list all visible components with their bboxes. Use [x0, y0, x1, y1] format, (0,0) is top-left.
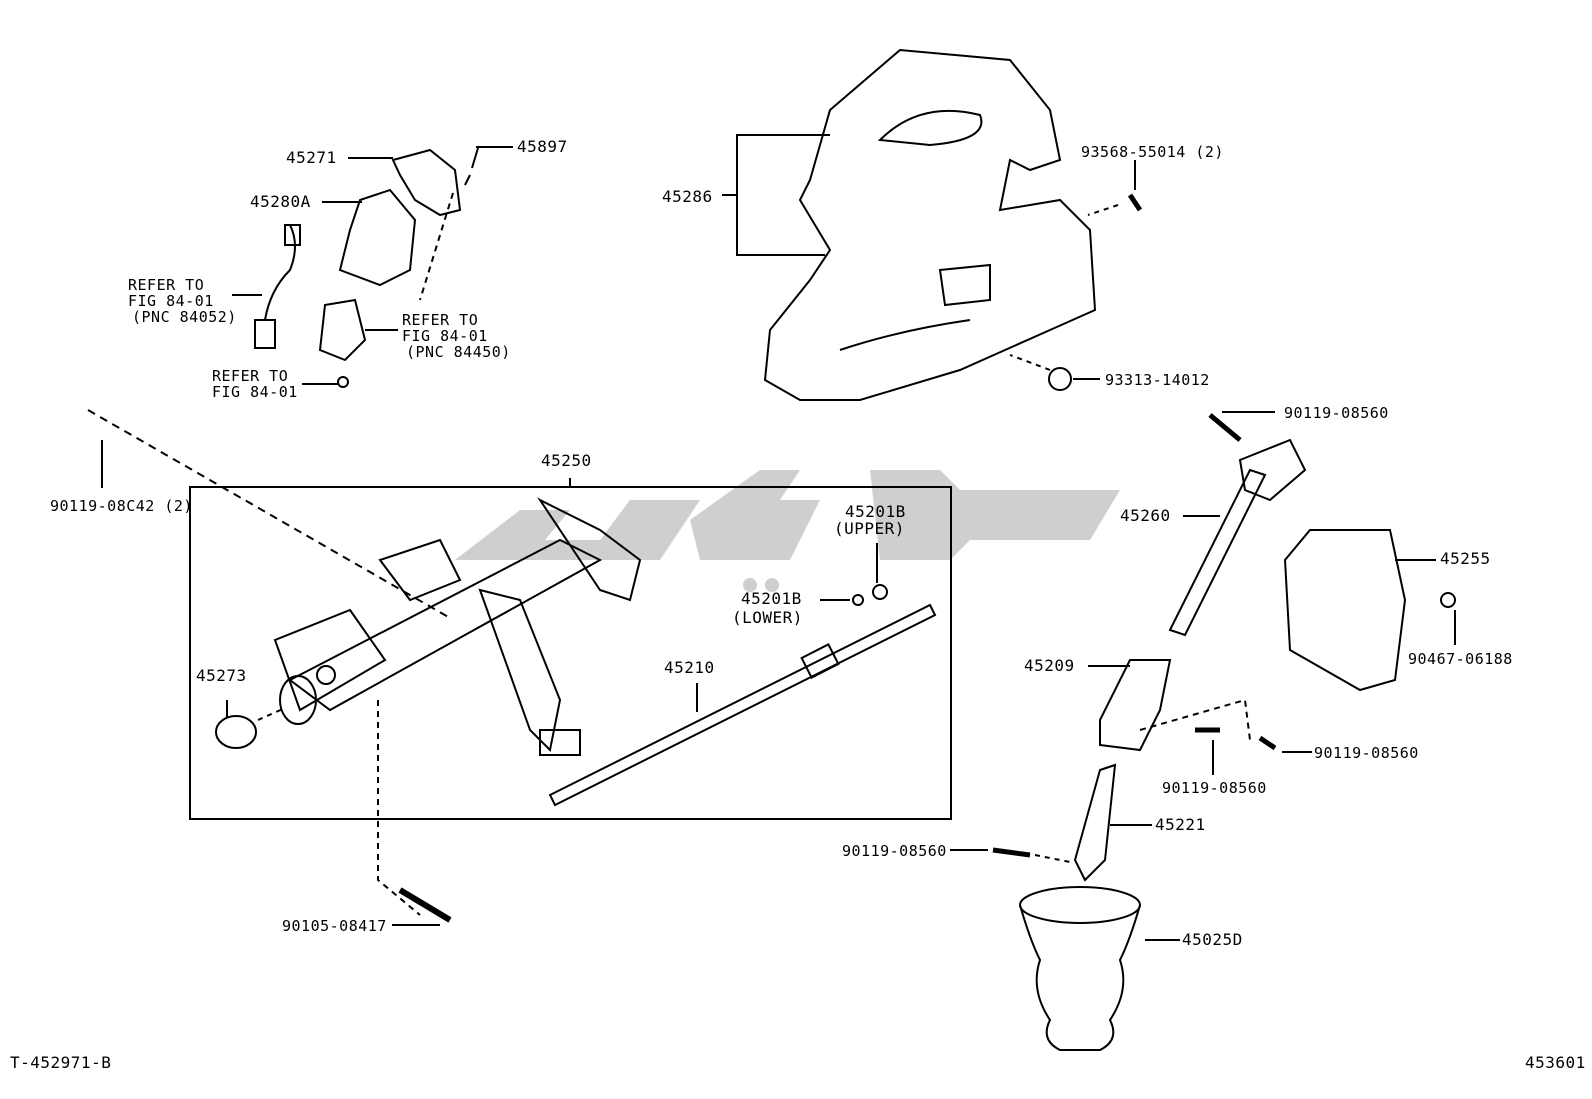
label-45210: 45210	[664, 658, 715, 677]
shaft-shape	[548, 603, 937, 807]
label-45201b-lower: 45201B	[741, 589, 802, 608]
label-90119-08c42: 90119-08C42 (2)	[50, 497, 193, 515]
ref2-line2: FIG 84-01	[402, 327, 488, 345]
snap-ring-lower	[852, 594, 864, 606]
ref1-line2: FIG 84-01	[128, 292, 214, 310]
screw-93568	[1127, 193, 1143, 212]
s-mark	[1048, 367, 1072, 391]
dash-bolt-bottom	[377, 700, 421, 916]
column-tube-shape	[273, 497, 642, 756]
snap-ring-upper	[872, 584, 888, 600]
bushing-shape	[215, 715, 257, 749]
label-90119-mid: 90119-08560	[1162, 779, 1267, 797]
ref2-line3: (PNC 84450)	[406, 343, 511, 361]
intermediate-shaft-shape	[1168, 438, 1307, 637]
label-45221: 45221	[1155, 815, 1206, 834]
label-45201b-upper-note: (UPPER)	[834, 519, 905, 538]
cover-45255-shape	[1283, 529, 1407, 692]
label-45271: 45271	[286, 148, 337, 167]
dash-ign	[419, 192, 454, 301]
ref3-line1: REFER TO	[212, 367, 289, 385]
label-90105: 90105-08417	[282, 917, 387, 935]
label-45201b-lower-note: (LOWER)	[732, 608, 803, 627]
label-45209: 45209	[1024, 656, 1075, 675]
label-45286: 45286	[662, 187, 713, 206]
ref2-line1: REFER TO	[402, 311, 479, 329]
ref3-line2: FIG 84-01	[212, 383, 298, 401]
label-45273: 45273	[196, 666, 247, 685]
joint-45209-shape	[1099, 659, 1172, 752]
label-90119-right: 90119-08560	[1314, 744, 1419, 762]
ignition-parts-shape	[254, 147, 479, 388]
label-45260: 45260	[1120, 506, 1171, 525]
label-45250: 45250	[541, 451, 592, 470]
label-93568: 93568-55014 (2)	[1081, 143, 1224, 161]
column-cover-shape	[763, 48, 1097, 401]
boot-45025d-shape	[1019, 886, 1141, 1051]
footer-right-code: 453601	[1525, 1053, 1586, 1072]
label-45201b-upper: 45201B	[845, 502, 906, 521]
label-90119-left: 90119-08560	[842, 842, 947, 860]
label-93313: 93313-14012	[1105, 371, 1210, 389]
label-45280a: 45280A	[250, 192, 311, 211]
label-45255: 45255	[1440, 549, 1491, 568]
label-45025d: 45025D	[1182, 930, 1243, 949]
shaft-45221-shape	[1073, 763, 1117, 882]
label-90467: 90467-06188	[1408, 650, 1513, 668]
ref1-line3: (PNC 84052)	[132, 308, 237, 326]
bracket-45286	[736, 134, 830, 256]
bolt-shape	[398, 887, 452, 923]
label-90119-top: 90119-08560	[1284, 404, 1389, 422]
ref1-line1: REFER TO	[128, 276, 205, 294]
footer-left-code: T-452971-B	[10, 1053, 112, 1072]
watermark-logo	[455, 470, 1120, 592]
label-45897: 45897	[517, 137, 568, 156]
clip-90467	[1440, 592, 1456, 608]
